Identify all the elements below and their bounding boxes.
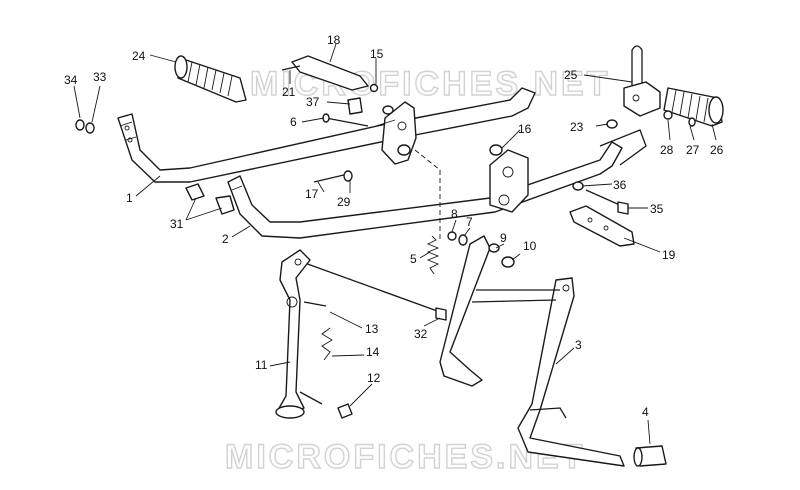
label-6: 6	[290, 115, 297, 129]
label-32: 32	[414, 327, 428, 341]
grip-right	[663, 87, 724, 127]
footrest-bracket-right	[623, 45, 673, 120]
label-18: 18	[327, 33, 341, 47]
label-12: 12	[367, 371, 381, 385]
rubber-foot	[633, 445, 667, 467]
label-11: 11	[255, 358, 268, 372]
label-15: 15	[370, 47, 384, 61]
label-21: 21	[282, 85, 296, 99]
label-9: 9	[500, 231, 507, 245]
label-33: 33	[93, 70, 107, 84]
label-16: 16	[518, 122, 532, 136]
footrest-frame-upper	[117, 87, 536, 183]
label-13: 13	[365, 322, 379, 336]
label-3: 3	[575, 338, 582, 352]
label-5: 5	[410, 252, 417, 266]
stand-plate	[569, 205, 635, 247]
label-26: 26	[710, 143, 724, 157]
label-35: 35	[650, 202, 664, 216]
label-17: 17	[305, 187, 319, 201]
label-14: 14	[366, 345, 380, 359]
watermark-bottom: MICROFICHES.NET	[225, 438, 585, 476]
mount-bracket	[489, 144, 529, 213]
leader-lines	[73, 43, 717, 445]
label-31: 31	[170, 217, 184, 231]
center-stand	[439, 235, 625, 467]
callout-labels: 18 15 24 34 33 21 37 6 25 16 23 28 27 26…	[64, 33, 724, 419]
long-bolt	[301, 261, 447, 321]
label-23: 23	[570, 120, 584, 134]
label-28: 28	[660, 143, 674, 157]
label-7: 7	[466, 215, 473, 229]
label-37: 37	[306, 95, 320, 109]
label-27: 27	[686, 143, 700, 157]
spring-upper	[426, 235, 440, 275]
label-4: 4	[642, 405, 649, 419]
bushings	[185, 97, 394, 215]
label-8: 8	[451, 207, 458, 221]
label-19: 19	[662, 248, 676, 262]
small-hardware	[397, 144, 515, 268]
grip-left	[174, 55, 247, 103]
footrest-frame-lower	[227, 129, 647, 239]
label-36: 36	[613, 178, 627, 192]
label-34: 34	[64, 73, 78, 87]
label-10: 10	[523, 239, 537, 253]
label-25: 25	[564, 68, 578, 82]
label-29: 29	[337, 195, 351, 209]
pin-bracket	[281, 55, 379, 93]
bolts	[75, 113, 696, 215]
label-1: 1	[126, 191, 133, 205]
side-stand	[275, 249, 353, 419]
label-2: 2	[222, 232, 229, 246]
label-24: 24	[132, 49, 146, 63]
